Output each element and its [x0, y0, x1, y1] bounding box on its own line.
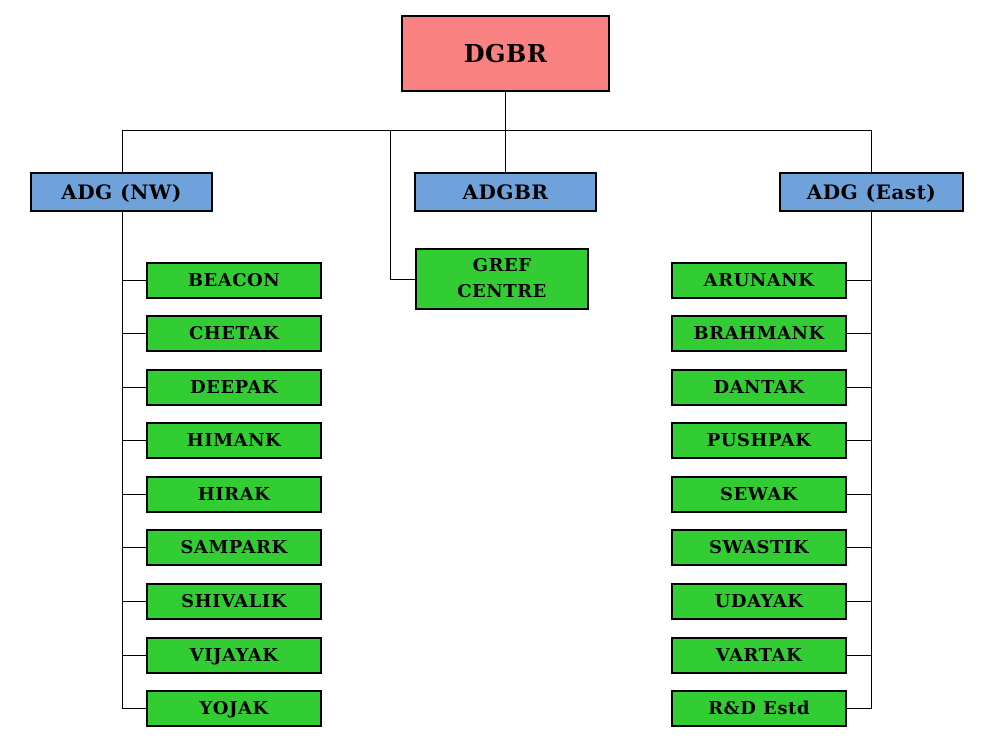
node-swastik-label: SWASTIK [709, 537, 809, 558]
node-shivalik-label: SHIVALIK [181, 591, 287, 612]
connector-stub-right-8 [847, 655, 871, 656]
connector-stub-left-1 [122, 280, 146, 281]
node-adg-east-label: ADG (East) [806, 180, 937, 204]
node-beacon: BEACON [146, 262, 322, 299]
node-arunank-label: ARUNANK [703, 270, 815, 291]
node-brahmank-label: BRAHMANK [693, 323, 825, 344]
connector-line-centre-drop [390, 130, 391, 280]
connector-stub-left-2 [122, 333, 146, 334]
node-adg-east: ADG (East) [779, 172, 964, 212]
connector-stub-right-3 [847, 387, 871, 388]
node-udayak: UDAYAK [671, 583, 847, 620]
connector-stub-right-9 [847, 708, 871, 709]
node-vijayak: VIJAYAK [146, 637, 322, 674]
node-yojak-label: YOJAK [199, 698, 269, 719]
node-udayak-label: UDAYAK [714, 591, 804, 612]
connector-stub-left-3 [122, 387, 146, 388]
connector-stub-right-7 [847, 601, 871, 602]
node-sampark: SAMPARK [146, 529, 322, 566]
node-vartak-label: VARTAK [715, 645, 803, 666]
connector-line-right-spine [871, 212, 872, 709]
node-dantak-label: DANTAK [713, 377, 805, 398]
node-vijayak-label: VIJAYAK [189, 645, 279, 666]
node-yojak: YOJAK [146, 690, 322, 727]
connector-line-left-spine [122, 212, 123, 709]
node-himank-label: HIMANK [186, 430, 282, 451]
connector-line-root-drop [505, 92, 506, 130]
connector-stub-right-2 [847, 333, 871, 334]
connector-line-horizontal [122, 130, 872, 131]
connector-line-centre-stub [390, 279, 415, 280]
connector-line-branch-east-drop [871, 130, 872, 172]
node-adg-nw-label: ADG (NW) [61, 180, 182, 204]
node-gref-centre: GREF CENTRE [415, 248, 589, 310]
node-dgbr-label: DGBR [463, 39, 548, 68]
node-sewak-label: SEWAK [720, 484, 798, 505]
connector-stub-left-4 [122, 440, 146, 441]
connector-line-branch-hq-drop [505, 130, 506, 172]
connector-stub-left-8 [122, 655, 146, 656]
node-deepak: DEEPAK [146, 369, 322, 406]
node-himank: HIMANK [146, 422, 322, 459]
connector-stub-right-4 [847, 440, 871, 441]
node-sewak: SEWAK [671, 476, 847, 513]
node-gref-centre-line1: GREF [472, 254, 532, 276]
connector-stub-left-9 [122, 708, 146, 709]
connector-stub-right-5 [847, 494, 871, 495]
node-dantak: DANTAK [671, 369, 847, 406]
node-hirak-label: HIRAK [197, 484, 271, 505]
node-pushpak: PUSHPAK [671, 422, 847, 459]
connector-stub-right-1 [847, 280, 871, 281]
node-rd-estd-label: R&D Estd [708, 698, 810, 719]
node-vartak: VARTAK [671, 637, 847, 674]
node-dgbr: DGBR [401, 15, 610, 92]
connector-stub-right-6 [847, 547, 871, 548]
connector-stub-left-6 [122, 547, 146, 548]
node-deepak-label: DEEPAK [190, 377, 278, 398]
node-gref-centre-line2: CENTRE [457, 281, 547, 302]
connector-stub-left-7 [122, 601, 146, 602]
node-brahmank: BRAHMANK [671, 315, 847, 352]
node-shivalik: SHIVALIK [146, 583, 322, 620]
node-beacon-label: BEACON [187, 270, 281, 291]
node-pushpak-label: PUSHPAK [706, 430, 812, 451]
node-chetak-label: CHETAK [188, 323, 280, 344]
node-swastik: SWASTIK [671, 529, 847, 566]
node-adg-nw: ADG (NW) [30, 172, 213, 212]
node-arunank: ARUNANK [671, 262, 847, 299]
node-chetak: CHETAK [146, 315, 322, 352]
node-hirak: HIRAK [146, 476, 322, 513]
connector-stub-left-5 [122, 494, 146, 495]
node-adgbr-label: ADGBR [462, 180, 549, 204]
node-adgbr: ADGBR [414, 172, 597, 212]
node-rd-estd: R&D Estd [671, 690, 847, 727]
node-sampark-label: SAMPARK [180, 537, 288, 558]
connector-line-branch-nw-drop [122, 130, 123, 172]
